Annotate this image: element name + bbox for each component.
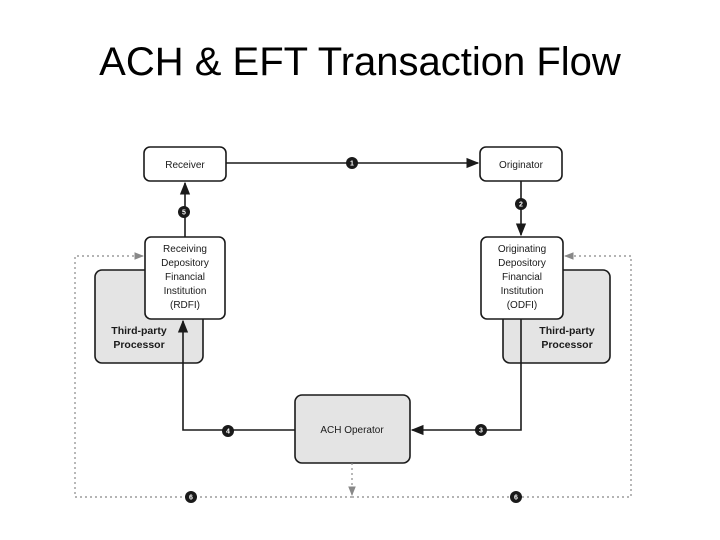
rdfi-line-2: Depository — [161, 258, 209, 269]
flow-ach-operator-to-rdfi — [177, 319, 295, 431]
rdfi-line-1: Receiving — [163, 244, 207, 255]
svg-text:6: 6 — [514, 495, 518, 502]
svg-text:6: 6 — [189, 495, 193, 502]
originator-node: Originator — [479, 146, 563, 182]
slide-title: ACH & EFT Transaction Flow — [99, 40, 621, 84]
rdfi-line-4: Institution — [164, 286, 207, 297]
receiver-node: Receiver — [143, 146, 227, 182]
flow-odfi-to-ach-operator — [410, 319, 522, 436]
settlement-left-line — [74, 252, 352, 498]
third-party-right-line-2: Processor — [541, 339, 592, 351]
ach-operator-label: ACH Operator — [320, 425, 384, 436]
originator-label: Originator — [499, 160, 544, 171]
odfi-line-2: Depository — [498, 258, 546, 269]
third-party-left-line-1: Third-party — [111, 325, 167, 337]
step-badge-6-left: 6 — [185, 491, 197, 503]
step-badge-4: 4 — [222, 425, 234, 437]
svg-text:5: 5 — [182, 210, 186, 217]
svg-text:1: 1 — [350, 161, 354, 168]
step-badge-3: 3 — [475, 424, 487, 436]
rdfi-line-5: (RDFI) — [170, 300, 200, 311]
odfi-line-5: (ODFI) — [507, 300, 538, 311]
odfi-node: Originating Depository Financial Institu… — [480, 236, 564, 320]
third-party-left-line-2: Processor — [113, 339, 164, 351]
step-badge-1: 1 — [346, 157, 358, 169]
svg-text:4: 4 — [226, 429, 230, 436]
svg-text:3: 3 — [479, 428, 483, 435]
svg-text:2: 2 — [519, 202, 523, 209]
odfi-line-4: Institution — [501, 286, 544, 297]
odfi-line-1: Originating — [498, 244, 546, 255]
rdfi-line-3: Financial — [165, 272, 205, 283]
third-party-right-line-1: Third-party — [539, 325, 595, 337]
rdfi-node: Receiving Depository Financial Instituti… — [144, 236, 226, 320]
odfi-line-3: Financial — [502, 272, 542, 283]
receiver-label: Receiver — [165, 160, 205, 171]
step-badge-2: 2 — [515, 198, 527, 210]
ach-operator-node: ACH Operator — [294, 394, 411, 464]
step-badge-6-right: 6 — [510, 491, 522, 503]
step-badge-5: 5 — [178, 206, 190, 218]
